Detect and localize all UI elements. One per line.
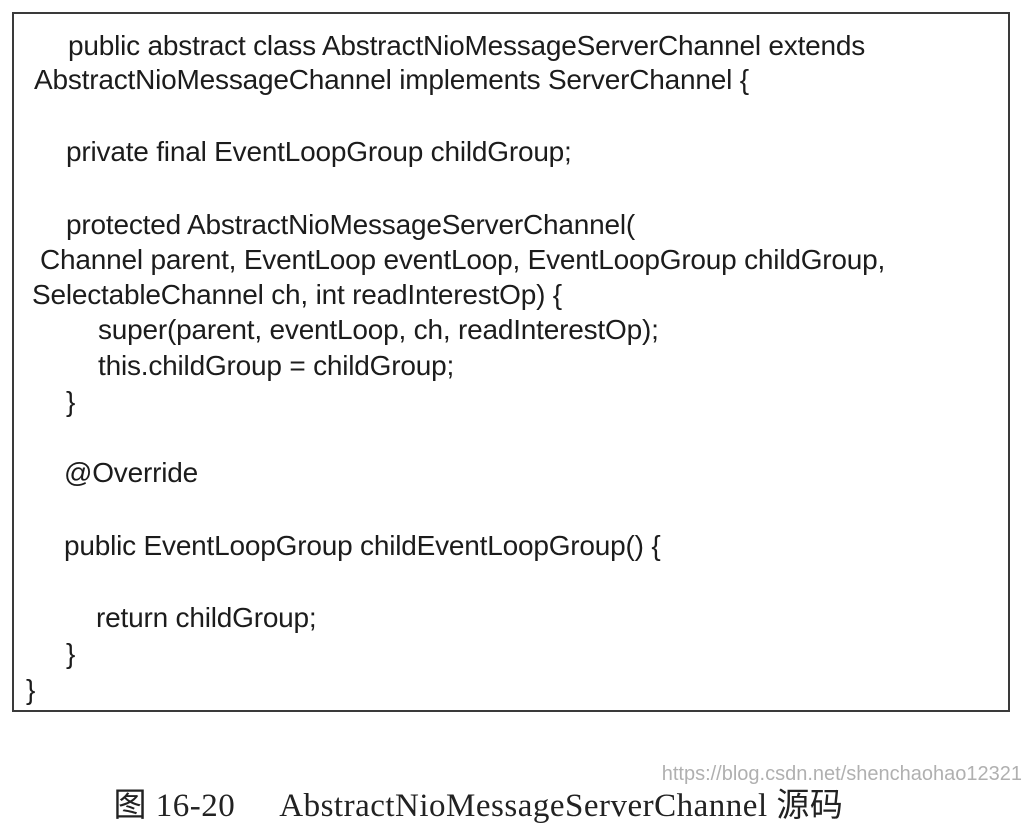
code-line: super(parent, eventLoop, ch, readInteres… <box>98 314 659 345</box>
code-line: } <box>66 386 76 417</box>
code-line: protected AbstractNioMessageServerChanne… <box>66 209 636 240</box>
code-line: public EventLoopGroup childEventLoopGrou… <box>64 530 661 561</box>
code-line: return childGroup; <box>96 602 317 633</box>
code-line: AbstractNioMessageChannel implements Ser… <box>34 64 749 95</box>
code-line: this.childGroup = childGroup; <box>98 350 455 381</box>
code-line: } <box>26 674 36 705</box>
watermark: https://blog.csdn.net/shenchaohao12321 <box>661 763 1022 785</box>
figure-title: AbstractNioMessageServerChannel 源码 <box>279 788 844 824</box>
code-line: public abstract class AbstractNioMessage… <box>68 30 866 61</box>
code-line: @Override <box>64 457 198 488</box>
code-listing-box: public abstract class AbstractNioMessage… <box>12 12 1010 712</box>
code-line: SelectableChannel ch, int readInterestOp… <box>32 279 562 310</box>
code-line: private final EventLoopGroup childGroup; <box>66 136 572 167</box>
figure-caption: 图 16-20 AbstractNioMessageServerChannel 源… <box>96 746 843 826</box>
code-line: } <box>66 638 76 669</box>
figure-label: 图 16-20 <box>113 788 236 824</box>
code-line: Channel parent, EventLoop eventLoop, Eve… <box>40 244 886 275</box>
